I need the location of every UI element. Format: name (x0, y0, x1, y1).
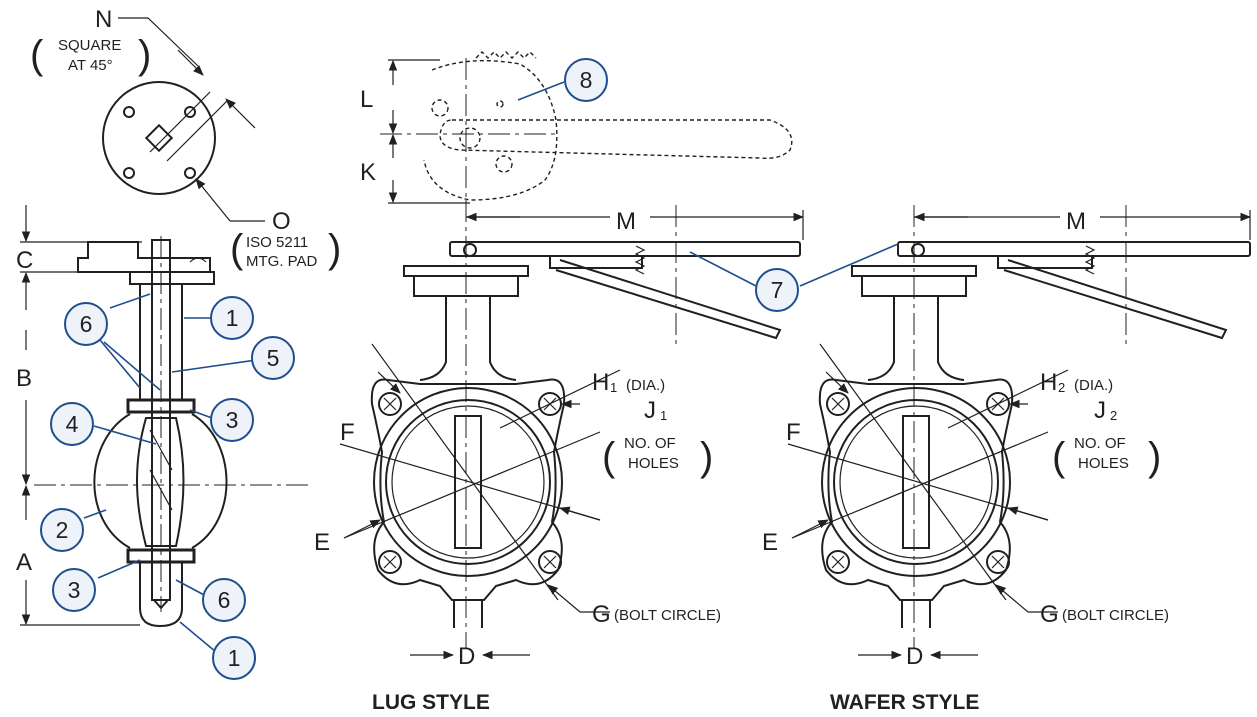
dim-d-lug: D (458, 643, 475, 670)
balloon-5-label: 5 (267, 345, 280, 371)
balloon-6-label: 6 (218, 587, 231, 613)
dim-j-lug-sub: 1 (660, 408, 667, 423)
leader-7-wafer (799, 243, 899, 287)
dim-k: K (360, 159, 376, 186)
side-section-view (20, 205, 312, 628)
note-at-45: AT 45° (68, 57, 113, 74)
dim-e-wafer: E (762, 529, 778, 556)
balloon-7-circle (755, 268, 799, 312)
balloon-leaders (83, 81, 899, 653)
note-dia-wafer: (DIA.) (1074, 377, 1113, 394)
dim-d-wafer: D (906, 643, 923, 670)
dim-g-wafer: G (1040, 601, 1059, 628)
dim-f-lug: F (340, 419, 355, 446)
leader-4 (93, 425, 157, 445)
note-dia-lug: (DIA.) (626, 377, 665, 394)
handle-top-view (380, 51, 793, 210)
leader-3-right (189, 409, 213, 419)
note-holes-wafer: HOLES (1078, 455, 1129, 472)
dim-j-lug: J (644, 397, 656, 424)
balloon-3-label: 3 (226, 407, 239, 433)
balloon-5-circle (251, 336, 295, 380)
dim-o: O (272, 208, 291, 235)
balloon-4-label: 4 (66, 411, 79, 437)
balloon-1-circle (210, 296, 254, 340)
note-bolt-circle-wafer: (BOLT CIRCLE) (1062, 607, 1169, 624)
balloon-2-label: 2 (56, 517, 69, 543)
leader-6-c (103, 341, 161, 391)
balloon-7-label: 7 (771, 277, 784, 303)
paren-right: ) (328, 227, 341, 271)
wafer-style-valve (787, 205, 1252, 660)
dim-n: N (95, 6, 112, 33)
dim-a: A (16, 549, 32, 576)
paren-right: ) (700, 435, 713, 479)
paren-left: ( (1052, 435, 1066, 479)
note-bolt-circle-lug: (BOLT CIRCLE) (614, 607, 721, 624)
dim-g-lug: G (592, 601, 611, 628)
dim-l: L (360, 86, 373, 113)
dim-h-wafer: H (1040, 369, 1057, 396)
balloon-1-circle (212, 636, 256, 680)
leader-6-bottom (175, 579, 207, 597)
leader-8 (517, 81, 565, 101)
balloons: 6 1 5 3 4 2 3 6 1 7 8 (40, 58, 799, 680)
note-no-of-wafer: NO. OF (1074, 435, 1126, 452)
note-holes-lug: HOLES (628, 455, 679, 472)
dim-h-lug-sub: 1 (610, 380, 617, 395)
balloon-4-circle (50, 402, 94, 446)
balloon-3-circle (52, 568, 96, 612)
title-lug-style: LUG STYLE (372, 691, 490, 714)
paren-left: ( (602, 435, 616, 479)
note-mtg-pad: MTG. PAD (246, 253, 318, 270)
balloon-8-circle (564, 58, 608, 102)
leader-5 (171, 359, 257, 373)
note-no-of-lug: NO. OF (624, 435, 676, 452)
paren-left: ( (230, 227, 244, 271)
balloon-2-circle (40, 508, 84, 552)
leader-7-lug (689, 251, 757, 287)
dim-b: B (16, 365, 32, 392)
balloon-1-label: 1 (226, 305, 239, 331)
leader-6-a (109, 293, 151, 309)
leader-2 (83, 509, 107, 519)
balloon-8-label: 8 (580, 67, 593, 93)
balloon-6-circle (202, 578, 246, 622)
dim-h-lug: H (592, 369, 609, 396)
dim-h-wafer-sub: 2 (1058, 380, 1065, 395)
balloon-6-label: 6 (80, 311, 93, 337)
dim-j-wafer-sub: 2 (1110, 408, 1117, 423)
note-square: SQUARE (58, 37, 121, 54)
leader-6-b (99, 339, 141, 389)
dim-m-wafer: M (1066, 208, 1086, 235)
dim-m-lug: M (616, 208, 636, 235)
note-iso: ISO 5211 (246, 234, 308, 251)
paren-right: ) (138, 33, 151, 77)
dim-j-wafer: J (1094, 397, 1106, 424)
title-wafer-style: WAFER STYLE (830, 691, 979, 714)
dim-f-wafer: F (786, 419, 801, 446)
iso-pad-view (102, 17, 265, 222)
balloon-6-circle (64, 302, 108, 346)
balloon-3-label: 3 (68, 577, 81, 603)
paren-left: ( (30, 33, 44, 77)
dim-c: C (16, 247, 33, 274)
dim-e-lug: E (314, 529, 330, 556)
balloon-3-circle (210, 398, 254, 442)
lug-style-valve (339, 200, 805, 660)
leader-3-left (97, 559, 141, 579)
paren-right: ) (1148, 435, 1161, 479)
balloon-1-label: 1 (228, 645, 241, 671)
leader-1-bottom (179, 621, 217, 653)
